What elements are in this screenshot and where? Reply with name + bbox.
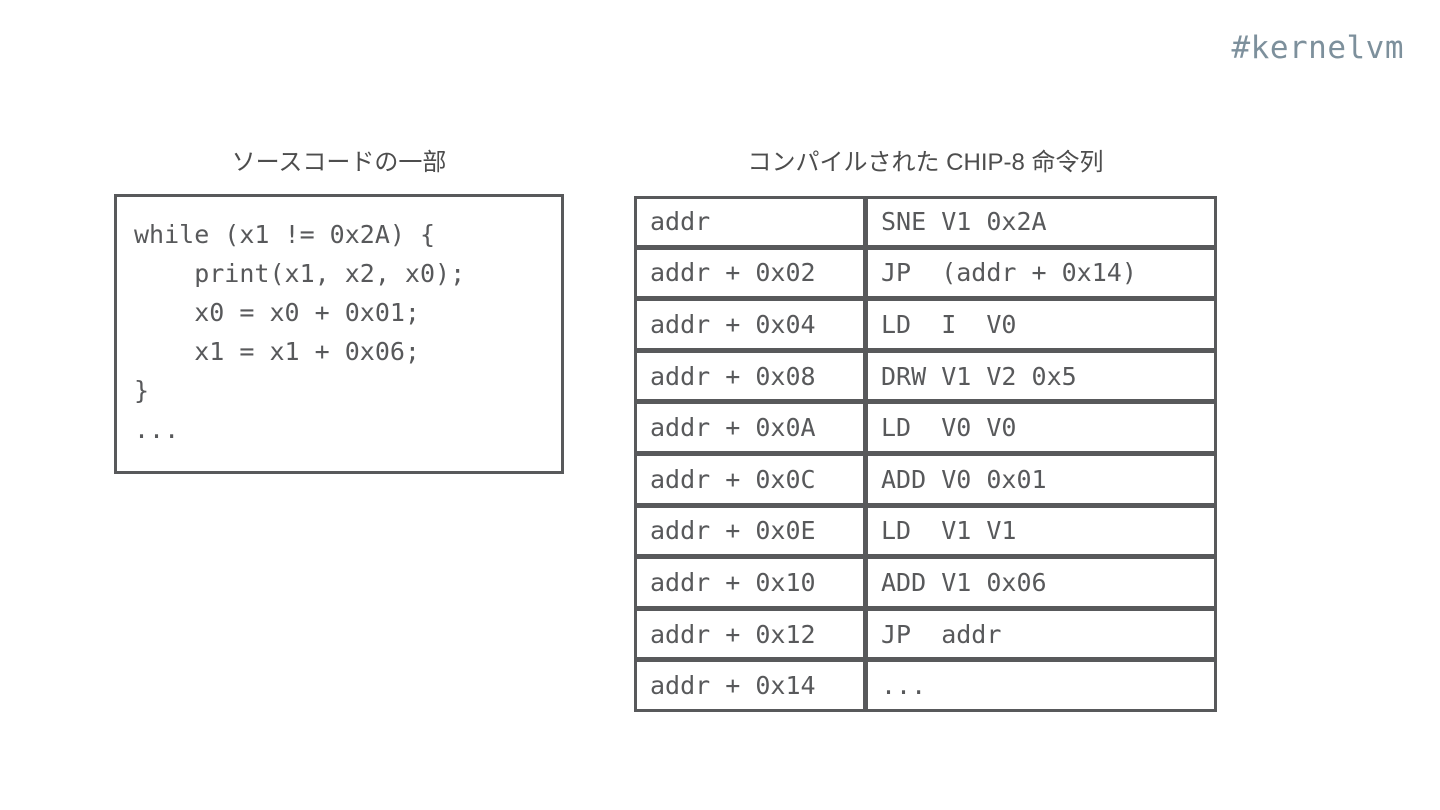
- source-panel-title: ソースコードの一部: [231, 149, 447, 176]
- kernelvm-hashtag: #kernelvm: [1231, 30, 1404, 66]
- table-cell-instruction: LD I V0: [866, 299, 1217, 351]
- table-cell-instruction: ...: [866, 660, 1217, 712]
- instructions-panel-title: コンパイルされた CHIP-8 命令列: [747, 149, 1104, 176]
- table-cell-address: addr: [634, 196, 866, 248]
- table-cell-instruction: ADD V1 0x06: [866, 557, 1217, 609]
- table-cell-address: addr + 0x12: [634, 608, 866, 661]
- table-row: addr + 0x14...: [634, 660, 1217, 712]
- table-cell-address: addr + 0x0A: [634, 402, 866, 454]
- source-code-box: while (x1 != 0x2A) { print(x1, x2, x0); …: [114, 194, 564, 474]
- table-cell-address: addr + 0x10: [634, 557, 866, 609]
- table-cell-instruction: LD V0 V0: [866, 402, 1217, 454]
- table-cell-instruction: JP addr: [866, 608, 1217, 661]
- table-cell-instruction: DRW V1 V2 0x5: [866, 350, 1217, 403]
- table-cell-address: addr + 0x02: [634, 247, 866, 300]
- source-code-text: while (x1 != 0x2A) { print(x1, x2, x0); …: [134, 220, 466, 444]
- table-cell-instruction: ADD V0 0x01: [866, 453, 1217, 506]
- table-cell-address: addr + 0x14: [634, 660, 866, 712]
- table-cell-address: addr + 0x0E: [634, 505, 866, 558]
- table-cell-instruction: SNE V1 0x2A: [866, 196, 1217, 248]
- table-cell-instruction: JP (addr + 0x14): [866, 247, 1217, 300]
- table-cell-instruction: LD V1 V1: [866, 505, 1217, 558]
- table-cell-address: addr + 0x0C: [634, 453, 866, 506]
- table-cell-address: addr + 0x04: [634, 299, 866, 351]
- table-cell-address: addr + 0x08: [634, 350, 866, 403]
